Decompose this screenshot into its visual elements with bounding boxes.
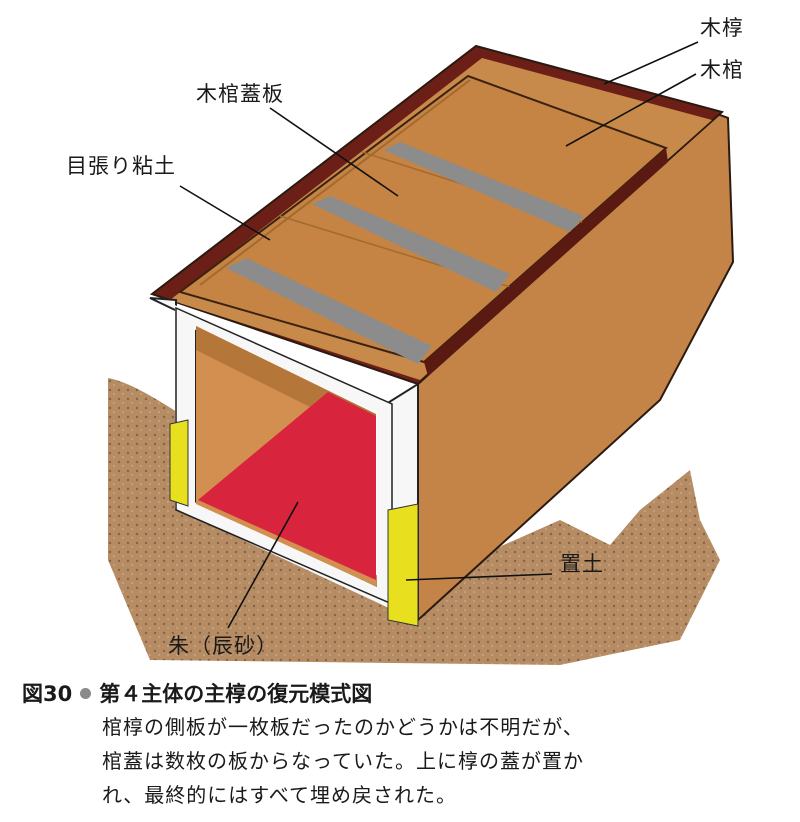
soil-ground <box>108 378 720 665</box>
caption-line-3: れ、最終的にはすべて埋め戻された。 <box>102 783 457 807</box>
leader-lines <box>179 41 699 629</box>
figure-number: 図30 <box>22 682 73 706</box>
label-sealing-clay: 目張り粘土 <box>66 154 176 178</box>
caption-line-2: 棺蓋は数枚の板からなっていた。上に椁の蓋が置か <box>102 749 584 773</box>
coffin-diagram: 木椁 木棺 木棺蓋板 目張り粘土 置土 朱（辰砂） <box>66 16 744 665</box>
clay-band-3 <box>384 142 584 232</box>
label-coffin-lid: 木棺蓋板 <box>196 82 284 106</box>
label-mokkan: 木棺 <box>700 58 744 82</box>
label-mokkaku: 木椁 <box>700 16 744 40</box>
fill-soil-left <box>169 419 189 507</box>
clay-band-2 <box>312 196 510 292</box>
cinnabar <box>198 392 376 580</box>
caption-line-1: 棺椁の側板が一枚板だったのかどうかは不明だが、 <box>102 715 584 739</box>
diagram-drawing <box>108 41 735 665</box>
clay-band-1 <box>226 258 432 364</box>
caption-title-row: 図30 第４主体の主椁の復元模式図 <box>22 676 782 710</box>
label-cinnabar: 朱（辰砂） <box>168 634 278 658</box>
caption-title: 第４主体の主椁の復元模式図 <box>99 682 373 706</box>
bullet-dot-icon <box>80 687 92 699</box>
figure-caption: 図30 第４主体の主椁の復元模式図 棺椁の側板が一枚板だったのかどうかは不明だが… <box>22 676 782 812</box>
fill-soil-right <box>387 503 419 627</box>
label-fill-soil: 置土 <box>560 552 604 576</box>
